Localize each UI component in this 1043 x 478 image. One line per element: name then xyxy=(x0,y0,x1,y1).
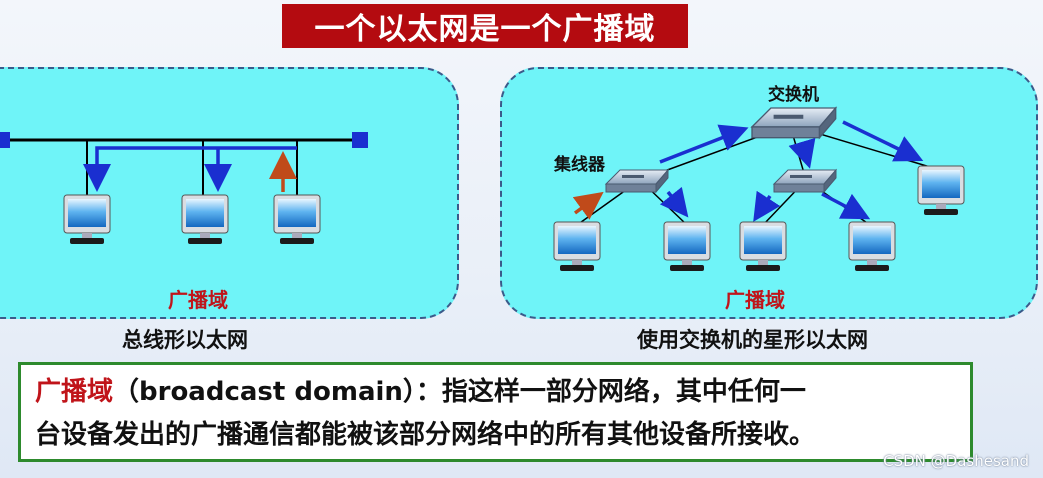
send-arrow xyxy=(572,191,604,220)
bus-ethernet-panel xyxy=(0,67,459,319)
computer xyxy=(848,221,896,272)
computer xyxy=(181,194,229,245)
computer xyxy=(553,221,601,272)
star-ethernet-caption: 使用交换机的星形以太网 xyxy=(637,328,868,352)
broadcast-domain-label: 广播域 xyxy=(168,288,228,312)
computer xyxy=(63,194,111,245)
bus-terminator-left xyxy=(0,132,10,148)
bus-cable xyxy=(0,132,368,148)
broadcast-path xyxy=(83,146,297,192)
definition-text-1: （broadcast domain）：指这样一部分网络，其中任何一 xyxy=(113,377,806,407)
computer xyxy=(917,165,965,216)
bus-ethernet-caption: 总线形以太网 xyxy=(122,328,248,352)
hub-label: 集线器 xyxy=(554,155,605,175)
computer xyxy=(663,221,711,272)
broadcast-domain-label: 广播域 xyxy=(725,288,785,312)
definition-term: 广播域 xyxy=(35,377,114,407)
computer xyxy=(273,194,321,245)
switch xyxy=(751,107,837,139)
broadcast-arrows xyxy=(659,120,924,222)
hub xyxy=(605,169,669,193)
title-banner: 一个以太网是一个广播域 xyxy=(282,4,688,48)
definition-text-2: 台设备发出的广播通信都能被该部分网络中的所有其他设备所接收。 xyxy=(35,420,816,450)
definition-box: 广播域（broadcast domain）：指这样一部分网络，其中任何一 台设备… xyxy=(18,362,973,462)
definition-line-1: 广播域（broadcast domain）：指这样一部分网络，其中任何一 xyxy=(35,371,956,414)
bus-terminator-right xyxy=(352,132,368,148)
switch-label: 交换机 xyxy=(768,85,819,105)
watermark: CSDN @Dashesand xyxy=(883,452,1029,470)
computer xyxy=(739,221,787,272)
hub-2 xyxy=(773,169,837,193)
title-text: 一个以太网是一个广播域 xyxy=(314,12,656,47)
